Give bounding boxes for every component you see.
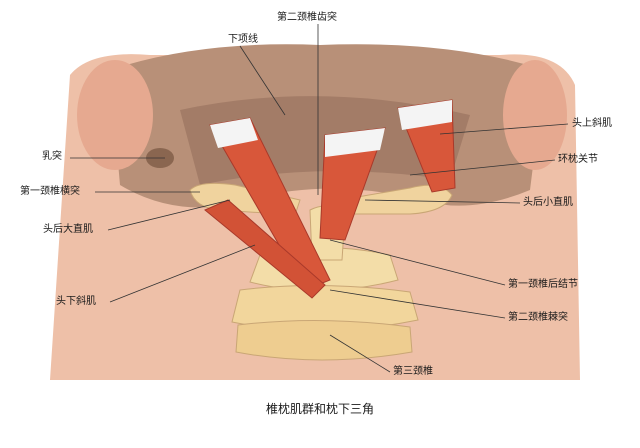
label-atlas-transverse: 第一颈椎横突: [20, 186, 80, 197]
leader-obliquus-inferior: [109, 244, 256, 303]
right-ear: [503, 60, 567, 170]
leader-rectus-minor: [364, 199, 521, 204]
leader-axis-spinous: [329, 289, 506, 319]
tendon-rectus-minor: [325, 128, 385, 157]
label-atlanto-occipital: 环枕关节: [558, 154, 598, 165]
leader-rectus-major: [107, 199, 231, 231]
leader-obliquus-superior: [439, 123, 569, 135]
label-mastoid: 乳突: [42, 151, 62, 162]
label-inferior-nuchal-line: 下项线: [228, 34, 258, 45]
label-obliquus-superior: 头上斜肌: [572, 118, 612, 129]
label-rectus-minor: 头后小直肌: [523, 197, 573, 208]
tendon-obliquus-superior: [398, 100, 452, 130]
muscle-rectus-minor: [319, 127, 386, 241]
label-axis-dens: 第二颈椎齿突: [277, 12, 337, 23]
label-obliquus-inferior: 头下斜肌: [56, 296, 96, 307]
leader-nuchal-line: [239, 45, 286, 116]
leader-lines: [70, 24, 569, 373]
leader-c3: [329, 334, 391, 373]
label-rectus-major: 头后大直肌: [43, 224, 93, 235]
c4-vertebra: [235, 319, 413, 361]
tendon-rectus-major: [210, 118, 258, 148]
atlas-right: [339, 184, 453, 215]
muscle-obliquus-inferior: [204, 199, 326, 299]
label-axis-spinous: 第二颈椎棘突: [508, 312, 568, 323]
label-c3: 第三颈椎: [393, 366, 433, 377]
leader-atlanto-occipital: [409, 159, 556, 176]
figure-caption: 椎枕肌群和枕下三角: [265, 402, 374, 416]
label-atlas-posterior-tubercle: 第一颈椎后结节: [508, 279, 578, 290]
left-ear: [77, 60, 153, 170]
leader-atlas-tubercle: [329, 239, 506, 286]
